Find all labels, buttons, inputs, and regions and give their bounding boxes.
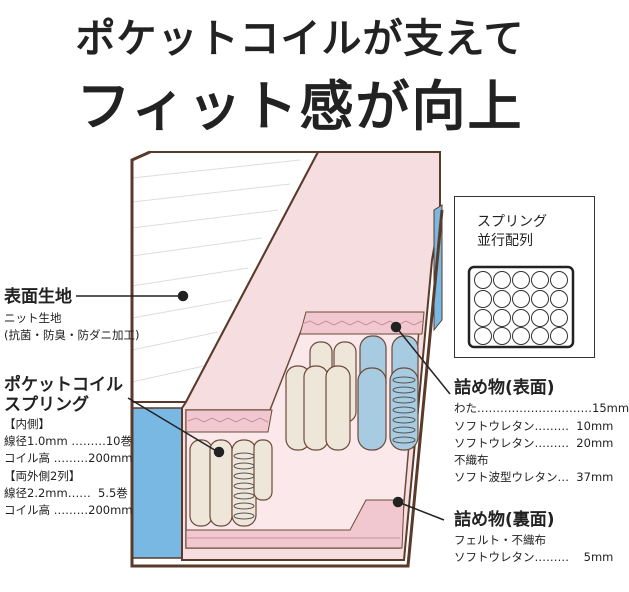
mattress-cross-section-illustration	[76, 150, 451, 568]
spring-array-box: スプリング 並行配列	[454, 196, 595, 358]
surface-fabric-line2: (抗菌・防臭・防ダニ加工)	[4, 328, 140, 342]
pocket-coil-outer-height: コイル高 ………200mm	[4, 503, 133, 517]
pocket-coil-outer-wire: 線径2.2mm…… 5.5巻	[4, 486, 128, 500]
pocket-coil-title2: スプリング	[4, 395, 89, 415]
headline-line1: ポケットコイルが支えて	[75, 16, 525, 62]
blue-edge-panel	[131, 407, 183, 559]
pocket-coil-inner-wire: 線径1.0mm ………10巻	[4, 434, 132, 448]
spring-array-title1: スプリング	[477, 214, 547, 230]
filling-bottom-row1: フェルト・不織布	[454, 533, 546, 547]
spring-array-title2: 並行配列	[477, 233, 533, 249]
pocket-coil-inner-heading: 【内側】	[4, 417, 50, 431]
filling-top-row1: わた…………………………15mm	[454, 401, 629, 415]
surface-fabric-title: 表面生地	[4, 287, 72, 307]
filling-bottom-row2: ソフトウレタン……… 5mm	[454, 550, 614, 564]
pocket-coil-title1: ポケットコイル	[4, 375, 123, 395]
filling-top-row3: ソフトウレタン……… 20mm	[454, 436, 614, 450]
filling-top-row4: 不織布	[454, 453, 489, 467]
blue-coils	[357, 335, 419, 451]
headline-line2: フィット感が向上	[76, 75, 524, 138]
filling-bottom-title: 詰め物(裏面)	[454, 510, 555, 530]
mattress-top-surface	[131, 151, 320, 403]
pocket-coil-outer-heading: 【両外側2列】	[4, 469, 81, 483]
spring-grid-diagram	[467, 265, 575, 349]
pocket-coil-inner-height: コイル高 ………200mm	[4, 451, 133, 465]
leader-lines	[76, 290, 451, 521]
surface-fabric-line1: ニット生地	[4, 311, 62, 325]
filling-top-row2: ソフトウレタン……… 10mm	[454, 419, 614, 433]
filling-top-row5: ソフト波型ウレタン… 37mm	[454, 470, 614, 484]
beige-coils-front	[189, 439, 273, 527]
beige-coils-back	[285, 341, 357, 451]
filling-top-title: 詰め物(表面)	[454, 378, 555, 398]
